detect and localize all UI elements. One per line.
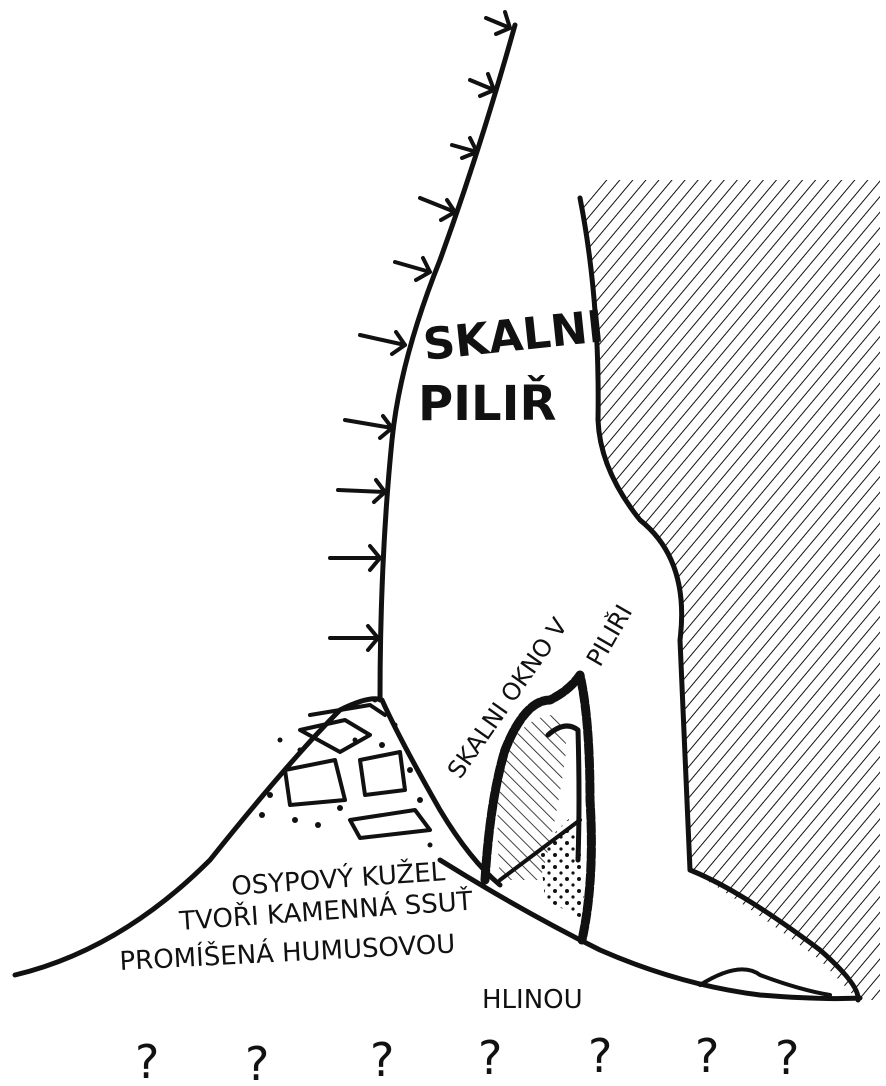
cone-label-line3: PROMÍŠENÁ HUMUSOVOU <box>119 927 456 977</box>
arrow <box>395 258 430 280</box>
question-mark: ? <box>588 1029 612 1083</box>
question-mark: ? <box>245 1037 269 1086</box>
cone-label-line4: HLINOU <box>482 985 583 1015</box>
arrow <box>470 74 494 96</box>
arrow <box>420 198 455 220</box>
arrow <box>330 626 378 650</box>
pillar-label-line2: PILIŘ <box>418 375 556 432</box>
arrow <box>330 546 380 570</box>
arrow <box>452 138 477 158</box>
question-mark: ? <box>478 1031 502 1085</box>
question-mark: ? <box>695 1029 719 1083</box>
question-mark: ? <box>370 1033 394 1086</box>
arrow <box>345 416 392 438</box>
window-label-line2: PILIŘI <box>580 600 638 671</box>
arrow <box>486 12 510 34</box>
question-marks: ? ? ? ? ? ? ? <box>135 1029 799 1086</box>
arrow <box>360 332 405 354</box>
pillar-label-line1: SKALNI <box>421 301 606 371</box>
ground-bump <box>700 969 830 995</box>
arrow <box>338 480 385 502</box>
cliff-wall-hatching <box>580 180 880 1000</box>
question-mark: ? <box>775 1031 799 1085</box>
question-mark: ? <box>135 1035 159 1086</box>
